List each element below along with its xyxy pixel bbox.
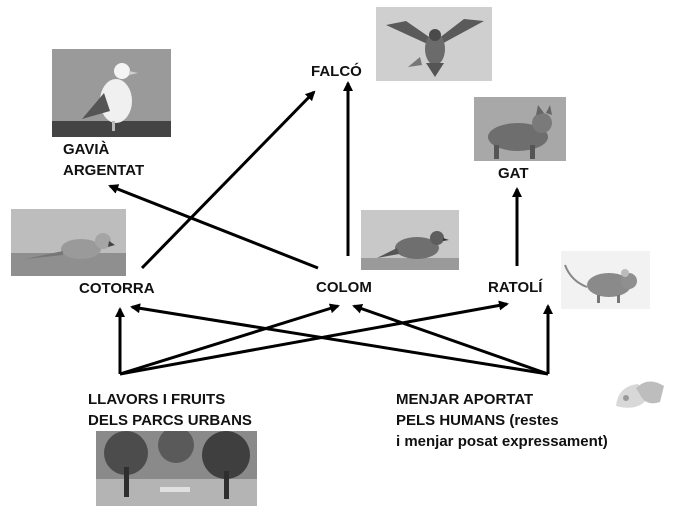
park-photo <box>96 431 257 506</box>
gavia-argentat-label: GAVIÀ ARGENTAT <box>63 141 145 179</box>
llavors-label: LLAVORS I FRUITS DELS PARCS URBANS <box>88 391 252 429</box>
cat-photo <box>474 97 566 161</box>
ratoli-label: RATOLÍ <box>488 279 543 296</box>
gull-photo <box>52 49 171 137</box>
falco-label: FALCÓ <box>311 63 362 80</box>
colom-label: COLOM <box>316 279 372 296</box>
arrow-llavors-to-colom <box>119 303 340 376</box>
menjar-label: MENJAR APORTAT PELS HUMANS (restes i men… <box>396 391 608 450</box>
gat-label: GAT <box>498 165 529 182</box>
arrow-llavors-to-ratoli <box>119 300 509 376</box>
mouse-photo <box>561 251 650 309</box>
arrow-menjar-to-cotorra <box>130 303 549 376</box>
arrow-colom-to-gavia <box>108 184 319 270</box>
arrow-menjar-to-colom <box>352 303 549 376</box>
parakeet-photo <box>11 209 126 276</box>
pigeon-photo <box>361 210 459 270</box>
cotorra-label: COTORRA <box>79 280 155 297</box>
falcon-photo <box>376 7 492 81</box>
arrow-cotorra-to-falco <box>140 90 316 270</box>
bread-photo <box>608 368 674 418</box>
